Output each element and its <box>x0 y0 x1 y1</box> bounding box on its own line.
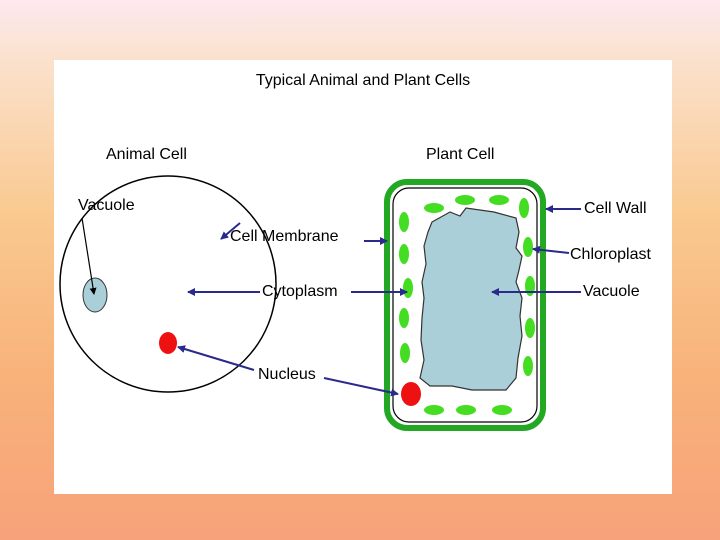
animal-vacuole <box>82 277 108 313</box>
chloroplast <box>399 212 409 232</box>
arrow-nucleus-plant <box>323 377 399 397</box>
label-chloroplast: Chloroplast <box>570 246 651 263</box>
chloroplast <box>519 198 529 218</box>
label-cytoplasm: Cytoplasm <box>262 283 338 300</box>
slide: Typical Animal and Plant Cells <box>54 60 672 494</box>
label-cell-membrane: Cell Membrane <box>230 228 339 245</box>
chloroplast <box>424 405 444 415</box>
chloroplast <box>525 318 535 338</box>
animal-cell-membrane <box>59 175 277 393</box>
cell-diagram <box>59 175 581 431</box>
label-animal-vacuole: Vacuole <box>78 197 135 214</box>
chloroplast <box>456 405 476 415</box>
animal-nucleus <box>159 332 177 354</box>
arrow-chloroplast <box>532 245 570 254</box>
plant-cell-membrane <box>392 187 538 423</box>
arrow-animal-vacuole <box>81 217 97 295</box>
chloroplast <box>455 195 475 205</box>
chloroplast <box>523 237 533 257</box>
chloroplast <box>492 405 512 415</box>
label-nucleus: Nucleus <box>258 366 316 383</box>
plant-cell-heading: Plant Cell <box>426 146 495 163</box>
arrow-nucleus-animal <box>177 345 255 371</box>
plant-vacuole <box>419 207 523 391</box>
arrow-cell-membrane <box>220 222 241 240</box>
chloroplast <box>489 195 509 205</box>
page-title: Typical Animal and Plant Cells <box>255 72 471 89</box>
chloroplast <box>400 343 410 363</box>
label-cell-wall: Cell Wall <box>584 200 647 217</box>
chloroplasts <box>399 195 535 415</box>
chloroplast <box>403 278 413 298</box>
animal-cell-heading: Animal Cell <box>106 146 187 163</box>
chloroplast <box>399 244 409 264</box>
chloroplast <box>399 308 409 328</box>
chloroplast <box>424 203 444 213</box>
label-plant-vacuole: Vacuole <box>583 283 640 300</box>
plant-nucleus <box>401 382 421 406</box>
chloroplast <box>523 356 533 376</box>
